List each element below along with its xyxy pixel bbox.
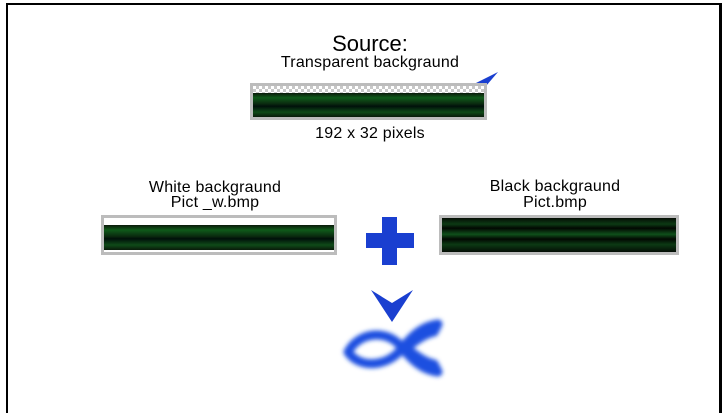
black-variant-filename: Pict.bmp (523, 194, 587, 211)
white-background-strip (101, 215, 337, 255)
plus-icon (366, 217, 414, 265)
black-variant-label: Black backgraund (489, 178, 621, 195)
diagram-frame (6, 3, 722, 413)
white-variant-label: White backgraund (148, 179, 282, 196)
source-image-strip (250, 83, 487, 120)
source-heading: Source: (332, 31, 408, 56)
fish-logo-icon (343, 319, 443, 377)
source-size-label: 192 x 32 pixels (315, 125, 425, 142)
down-arrow-icon (371, 290, 413, 322)
black-background-strip (439, 215, 679, 255)
white-variant-filename: Pict _w.bmp (170, 194, 260, 211)
source-subheading: Transparent backgraund (280, 54, 460, 71)
